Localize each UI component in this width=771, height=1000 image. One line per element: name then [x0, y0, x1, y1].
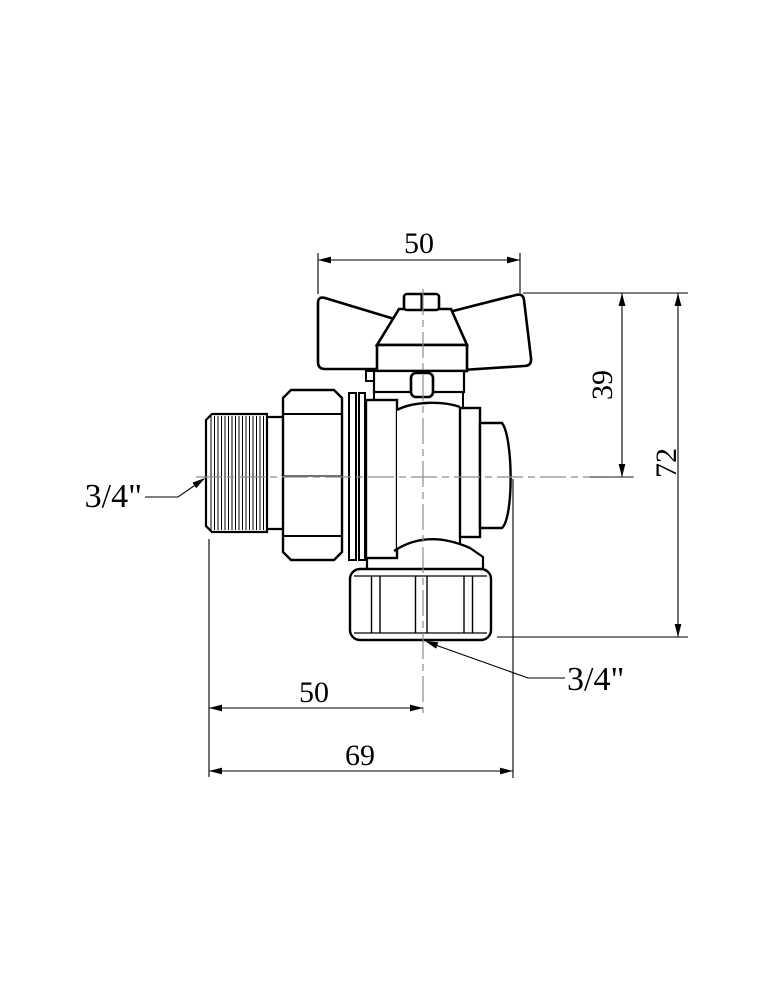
leader-outlet-thread [426, 641, 565, 679]
ball-chamber-top-edge [396, 401, 461, 412]
leader-arrow-outlet [425, 641, 439, 649]
extension-lines [208, 253, 688, 778]
arrow [674, 293, 682, 306]
arrow [209, 767, 222, 775]
dimension-annotations [145, 253, 688, 778]
handle-right-wing [447, 293, 533, 372]
arrow [500, 767, 513, 775]
dim-value-top-width: 50 [404, 227, 434, 260]
butterfly-handle [316, 292, 533, 373]
arrow [507, 256, 520, 264]
dimension-arrowheads [192, 256, 682, 775]
inlet-male-thread-outline [204, 412, 269, 534]
arrow [674, 624, 682, 637]
dim-value-axis-offset: 50 [299, 676, 329, 709]
right-cap-end [478, 421, 512, 530]
dim-value-overall-width: 69 [345, 739, 375, 772]
centerlines [196, 289, 634, 713]
valve-body [364, 398, 512, 569]
ball-chamber-fill [397, 402, 460, 548]
arrow [318, 256, 331, 264]
dim-value-handle-to-axis: 39 [586, 370, 619, 400]
handle-center-trapezoid [374, 307, 470, 347]
label-outlet-thread-size: 3/4" [567, 661, 624, 698]
inlet-neck [267, 415, 283, 531]
outlet-neck-edges [365, 547, 485, 569]
inlet-thread-lines [210, 416, 264, 530]
arrow [618, 464, 626, 477]
dim-value-overall-height: 72 [650, 448, 683, 478]
body-sphere-shoulder-arc [393, 538, 471, 552]
outlet-nut [348, 567, 493, 642]
valve-stem [365, 369, 466, 407]
stem-packing-nut [409, 371, 435, 399]
arrow [410, 704, 423, 712]
outlet-nut-chamfer-lines [354, 575, 487, 634]
body-flange [364, 398, 399, 560]
union-hex-nut [281, 388, 344, 562]
stem-side-tab [365, 370, 375, 382]
dimension-texts: 50 39 72 50 69 3/4" 3/4" [85, 227, 683, 772]
handle-base-band [375, 343, 469, 373]
union-hex-facet-lines [284, 413, 341, 537]
outlet-hex-nut [348, 567, 493, 642]
inlet-union [204, 388, 366, 562]
leader-arrow-inlet [192, 478, 205, 489]
outlet-nut-facet-lines [370, 576, 474, 633]
arrow [209, 704, 222, 712]
label-inlet-thread-size: 3/4" [85, 478, 142, 515]
right-cap-section [458, 406, 482, 539]
arrow [618, 293, 626, 306]
